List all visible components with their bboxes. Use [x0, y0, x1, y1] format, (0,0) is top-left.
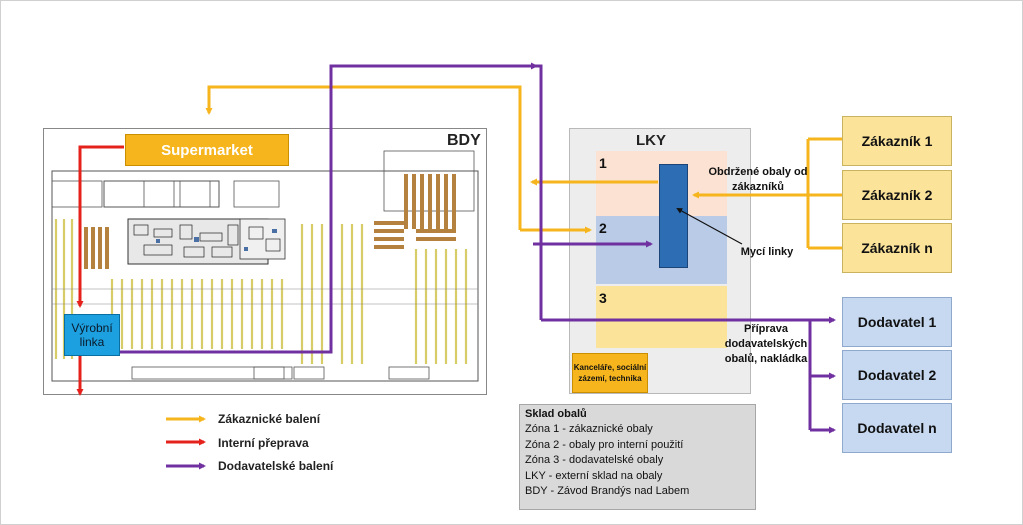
zone-1-number: 1: [599, 155, 607, 171]
zone-3-number: 3: [599, 290, 607, 306]
zone-2-number: 2: [599, 220, 607, 236]
customer-flow-to-supermarket: [205, 85, 522, 230]
supplier-1: Dodavatel 1: [842, 297, 952, 347]
supplier-flow-from-line: [118, 64, 543, 354]
info-title: Sklad obalů: [525, 408, 587, 420]
office-box: Kanceláře, sociální zázemí, technika: [572, 353, 648, 393]
legend-internal-label: Interní přeprava: [218, 436, 309, 450]
legend-supplier-label: Dodavatelské balení: [218, 459, 334, 473]
floorplan-drawing: [51, 150, 479, 382]
supplier-2: Dodavatel 2: [842, 350, 952, 400]
lky-title: LKY: [636, 132, 666, 149]
washing-lines-note: Mycí linky: [740, 246, 794, 258]
info-line: LKY - externí sklad na obaly: [525, 469, 663, 482]
legend-customer-label: Zákaznické balení: [218, 412, 321, 426]
info-line: Zóna 2 - obaly pro interní použití: [525, 438, 684, 451]
info-line: Zóna 1 - zákaznické obaly: [525, 423, 653, 436]
production-line-box: Výrobní linka: [64, 314, 120, 356]
preparation-note: Příprava dodavatelských obalů, nakládka: [724, 323, 808, 365]
received-packaging-note: Obdržené obaly od zákazníků: [708, 166, 808, 193]
customer-2: Zákazník 2: [842, 170, 952, 220]
washing-line-pointer: [676, 208, 743, 245]
washing-line: [659, 164, 688, 268]
info-line: Zóna 3 - dodavatelské obaly: [525, 454, 664, 467]
info-line: BDY - Závod Brandýs nad Labem: [525, 485, 690, 498]
internal-flow: [76, 145, 124, 308]
supplier-n: Dodavatel n: [842, 403, 952, 453]
customer-n: Zákazník n: [842, 223, 952, 273]
info-box: Sklad obalů Zóna 1 - zákaznické obaly Zó…: [519, 404, 756, 510]
bdy-label: BDY: [447, 132, 481, 149]
zone-3: [596, 286, 727, 348]
customer-1: Zákazník 1: [842, 116, 952, 166]
supermarket-box: Supermarket: [125, 134, 289, 166]
